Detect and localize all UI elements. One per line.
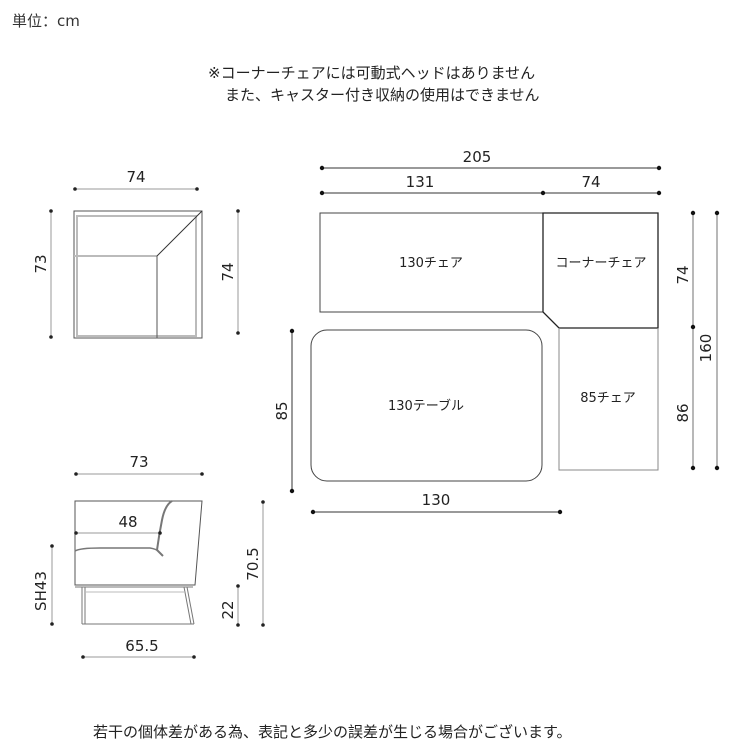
unit-label: 単位：cm bbox=[12, 12, 80, 30]
top-view: 74 73 74 bbox=[32, 168, 240, 339]
total-width-label: 205 bbox=[463, 148, 492, 166]
table-width-label: 130 bbox=[422, 491, 451, 509]
side-view: 73 48 SH43 70.5 22 bbox=[32, 453, 265, 659]
layout-plan: 205 131 74 130チェア コーナーチェア 85チェア 130テーブル … bbox=[273, 148, 720, 515]
right-upper-label: 74 bbox=[674, 265, 692, 284]
note-line-1: ※コーナーチェアには可動式ヘッドはありません bbox=[208, 64, 536, 82]
piece-85-chair-label: 85チェア bbox=[580, 391, 636, 406]
top-width-label: 74 bbox=[126, 168, 145, 186]
right-total-label: 160 bbox=[697, 334, 715, 363]
seat-depth-label: 48 bbox=[118, 513, 137, 531]
piece-130-chair bbox=[319, 212, 544, 313]
table-depth-label: 85 bbox=[273, 401, 291, 420]
disclaimer: 若干の個体差がある為、表記と多少の誤差が生じる場合がございます。 bbox=[93, 723, 572, 741]
leg-height-label: 22 bbox=[219, 600, 237, 619]
piece-corner-chair-label: コーナーチェア bbox=[555, 256, 646, 271]
piece-130-table bbox=[310, 329, 543, 482]
piece-130-chair-label: 130チェア bbox=[399, 256, 463, 271]
seat-height-label: SH43 bbox=[32, 571, 50, 611]
base-width-label: 65.5 bbox=[125, 637, 158, 655]
piece-corner-chair bbox=[542, 212, 659, 329]
piece-130-table-label: 130テーブル bbox=[388, 398, 464, 414]
corner-width-label: 74 bbox=[581, 173, 600, 191]
top-depth-left-label: 73 bbox=[32, 254, 50, 273]
top-depth-right-label: 74 bbox=[219, 262, 237, 281]
side-width-label: 73 bbox=[129, 453, 148, 471]
note-line-2: また、キャスター付き収納の使用はできません bbox=[225, 86, 540, 104]
chair-130-width-label: 131 bbox=[406, 173, 435, 191]
right-lower-label: 86 bbox=[674, 403, 692, 422]
total-height-label: 70.5 bbox=[244, 547, 262, 580]
piece-85-chair bbox=[558, 328, 659, 471]
